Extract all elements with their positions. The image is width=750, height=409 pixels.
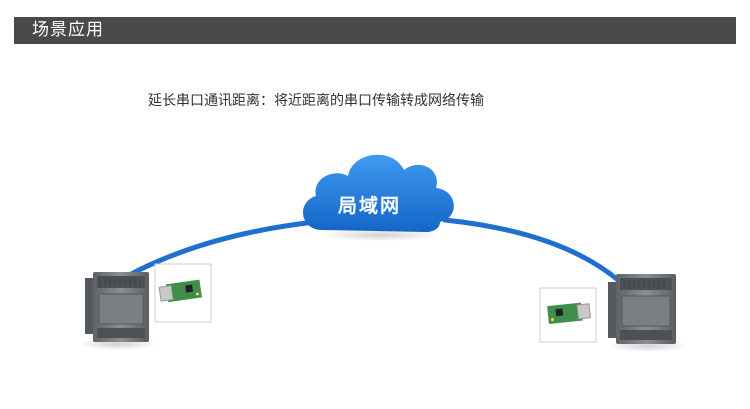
right-plc-device-icon [608,274,688,352]
lan-cloud-icon [303,154,454,241]
left-network-cable [117,219,318,283]
right-serial-module-inset [539,287,597,343]
right-network-cable [442,217,621,283]
left-plc-device-icon [78,272,158,350]
scenario-caption: 延长串口通讯距离：将近距离的串口传输转成网络传输 [148,93,484,109]
section-header-bar: 场景应用 [14,17,736,44]
lan-label: 局域网 [338,195,402,217]
left-serial-module-inset [154,263,212,323]
section-title: 场景应用 [32,20,104,40]
